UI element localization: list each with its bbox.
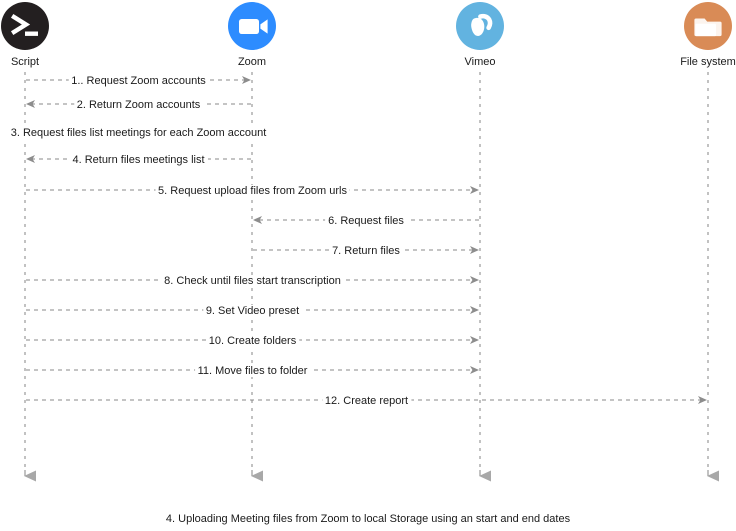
terminal-icon [1,2,49,50]
video-camera-icon [228,2,276,50]
actor-icon-vimeo [456,2,504,50]
message-label-12: 12. Create report [321,395,412,407]
actor-label-filesys: File system [680,56,736,68]
folder-icon [684,2,732,50]
message-label-10: 10. Create folders [205,335,300,347]
message-label-5: 5. Request upload files from Zoom urls [155,185,350,197]
message-label-9: 9. Set Video preset [202,305,303,317]
actor-label-script: Script [10,56,40,68]
actor-label-vimeo: Vimeo [464,56,496,68]
vimeo-v-icon [456,2,504,50]
message-label-7: 7. Return files [329,245,403,257]
actor-icon-filesys [684,2,732,50]
actor-icon-script [1,2,49,50]
diagram-caption: 4. Uploading Meeting files from Zoom to … [165,513,571,525]
message-label-3: 3. Request files list meetings for each … [7,127,270,139]
message-label-4: 4. Return files meetings list [69,154,208,166]
message-label-1: 1.. Request Zoom accounts [68,75,209,87]
message-label-2: 2. Return Zoom accounts [73,99,204,111]
actor-label-zoom: Zoom [237,56,267,68]
message-label-11: 11. Move files to folder [194,365,311,377]
message-label-8: 8. Check until files start transcription [161,275,344,287]
message-label-6: 6. Request files [325,215,407,227]
actor-icon-zoom [228,2,276,50]
